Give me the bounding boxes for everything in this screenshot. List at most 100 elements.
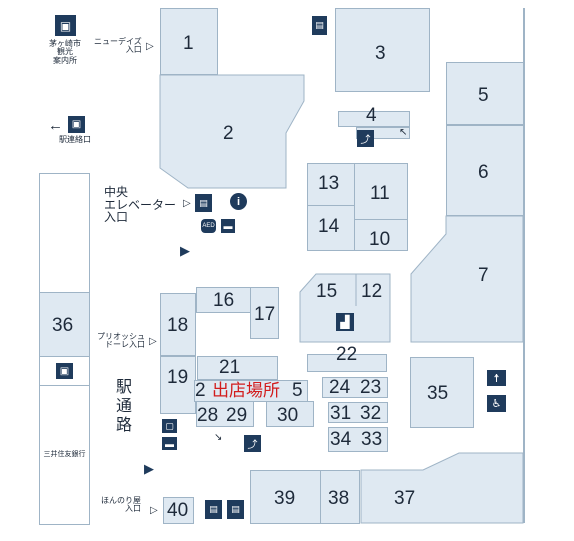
car-icon: ▬ (162, 437, 177, 450)
arrow-left-icon: ← (48, 117, 63, 134)
shop-38[interactable] (250, 470, 321, 524)
shop-17[interactable] (196, 287, 251, 313)
east-wall (523, 8, 525, 523)
entrance-marker-icon: ▷ (183, 198, 191, 209)
shop-16-number: 17 (254, 304, 276, 325)
shop-7[interactable] (409, 214, 525, 344)
shop-28-29[interactable] (196, 401, 254, 427)
shop-16[interactable] (250, 287, 279, 339)
shop-19-number: 19 (167, 367, 189, 388)
shop-31-number: 31 (330, 403, 352, 424)
shop-37[interactable] (320, 470, 360, 524)
shop-36-number: 37 (394, 488, 416, 509)
shop-6-number: 6 (478, 162, 489, 183)
shop-18[interactable] (160, 293, 196, 356)
entrance-marker-icon: ▷ (149, 336, 157, 347)
restroom-icon: ▤ (205, 500, 222, 519)
shop-17-number: 16 (213, 290, 235, 311)
shop-18-number: 18 (167, 315, 189, 336)
aed-icon: AED (201, 219, 216, 233)
station-street-label: 駅 通 路 (116, 379, 133, 435)
shop-24-23[interactable] (322, 377, 388, 398)
train-icon: ▣ (68, 116, 85, 133)
shop-location-label: 出店場所 (212, 381, 280, 400)
shop-15-number: 15 (316, 281, 338, 302)
shop-33-number: 33 (361, 429, 383, 450)
entrance-marker-icon: ▷ (146, 41, 154, 52)
arrow-up-right-icon: ↖ (399, 127, 408, 138)
shop-23-number: 23 (360, 377, 382, 398)
bookstore-entrance-label: ほんのり屋 入口 (101, 496, 141, 514)
shop-32-number: 32 (360, 403, 382, 424)
escalator-icon: ⤴ (244, 435, 261, 452)
shop-13-number: 14 (318, 216, 340, 237)
restroom-icon: ☨ (487, 370, 506, 386)
direction-arrow-icon: ▶ (180, 243, 190, 258)
shop-36[interactable] (359, 451, 525, 525)
shop-15-14-block (299, 273, 391, 343)
shop-1[interactable] (160, 8, 218, 75)
shop-21-number: 21 (219, 357, 241, 378)
shop-2[interactable] (158, 73, 306, 195)
car-icon: ▬ (221, 219, 235, 233)
shop-30[interactable] (266, 401, 314, 427)
shop-4[interactable] (338, 111, 410, 127)
info-icon[interactable]: i (230, 193, 247, 210)
shop-10[interactable] (354, 219, 408, 251)
bank-cell (39, 385, 90, 525)
shop-24-number: 24 (329, 377, 351, 398)
priosho-entrance-label: プリオッシュ ドーレ入口 (97, 332, 145, 350)
station-exit-label: 駅連絡口 (59, 135, 91, 144)
shop-7-number: 7 (478, 265, 489, 286)
bank-label: 三井住友銀行 (43, 451, 86, 458)
shop-31-32[interactable] (328, 402, 388, 423)
shop-29-number: 29 (226, 405, 248, 426)
shop-11-number: 11 (370, 183, 390, 204)
shop-39[interactable] (163, 497, 194, 524)
shop-38-number: 39 (274, 488, 296, 509)
restroom-icon: ▤ (227, 500, 244, 519)
shop-22[interactable] (307, 354, 387, 372)
entrance-marker-icon: ▷ (150, 505, 158, 516)
shop-5-number: 5 (478, 85, 489, 106)
arrow-down-right-icon: ↘ (214, 432, 223, 443)
shop-40-number: 36 (52, 315, 74, 336)
shop-34-number: 34 (330, 429, 352, 450)
wall-corner (524, 8, 525, 9)
shop-10-number: 10 (369, 229, 391, 250)
shop-14-number: 12 (361, 281, 383, 302)
shop-39-number: 40 (167, 500, 189, 521)
shop-35-number: 35 (427, 383, 449, 404)
shop-37-number: 38 (328, 488, 350, 509)
shop-1-number: 1 (183, 33, 194, 54)
stall-shop-number: 2 (195, 380, 206, 401)
shop-3[interactable] (335, 8, 430, 92)
shop-30-number: 30 (277, 405, 299, 426)
shopping-bag-icon: ▢ (162, 419, 177, 433)
shop-5[interactable] (446, 62, 524, 125)
shop-6[interactable] (446, 125, 524, 216)
column-top (39, 173, 90, 293)
shop-4-number: 4 (366, 105, 377, 126)
stall-shop-number-right: 5 (292, 380, 303, 401)
shop-40[interactable] (39, 292, 90, 357)
shop-22-number: 22 (336, 344, 358, 365)
shop-28-number: 28 (197, 405, 219, 426)
escalator-icon: ⤴ (357, 130, 374, 147)
shop-34-33[interactable] (328, 427, 388, 452)
central-elevator-label: 中央 エレベーター 入口 (104, 185, 177, 225)
shop-12-number: 13 (318, 173, 340, 194)
tourist-info-station-icon: ▣ (55, 15, 76, 36)
shop-3-number: 3 (375, 43, 386, 64)
restroom-icon: ▤ (195, 194, 212, 212)
accessible-toilet-icon: ♿ (487, 395, 506, 412)
shop-35[interactable] (410, 357, 474, 428)
shop-21[interactable] (197, 356, 278, 380)
station-icon: ▣ (56, 363, 73, 379)
shop-11[interactable] (354, 163, 408, 220)
tourist-info-label: 茅ヶ崎市 観光 案内所 (49, 39, 81, 65)
new-days-entrance-label: ニューデイズ 入口 (94, 37, 142, 55)
stairs-icon: ▟ (336, 313, 354, 331)
shop-13[interactable] (307, 205, 355, 251)
shop-2-number: 2 (223, 123, 234, 144)
